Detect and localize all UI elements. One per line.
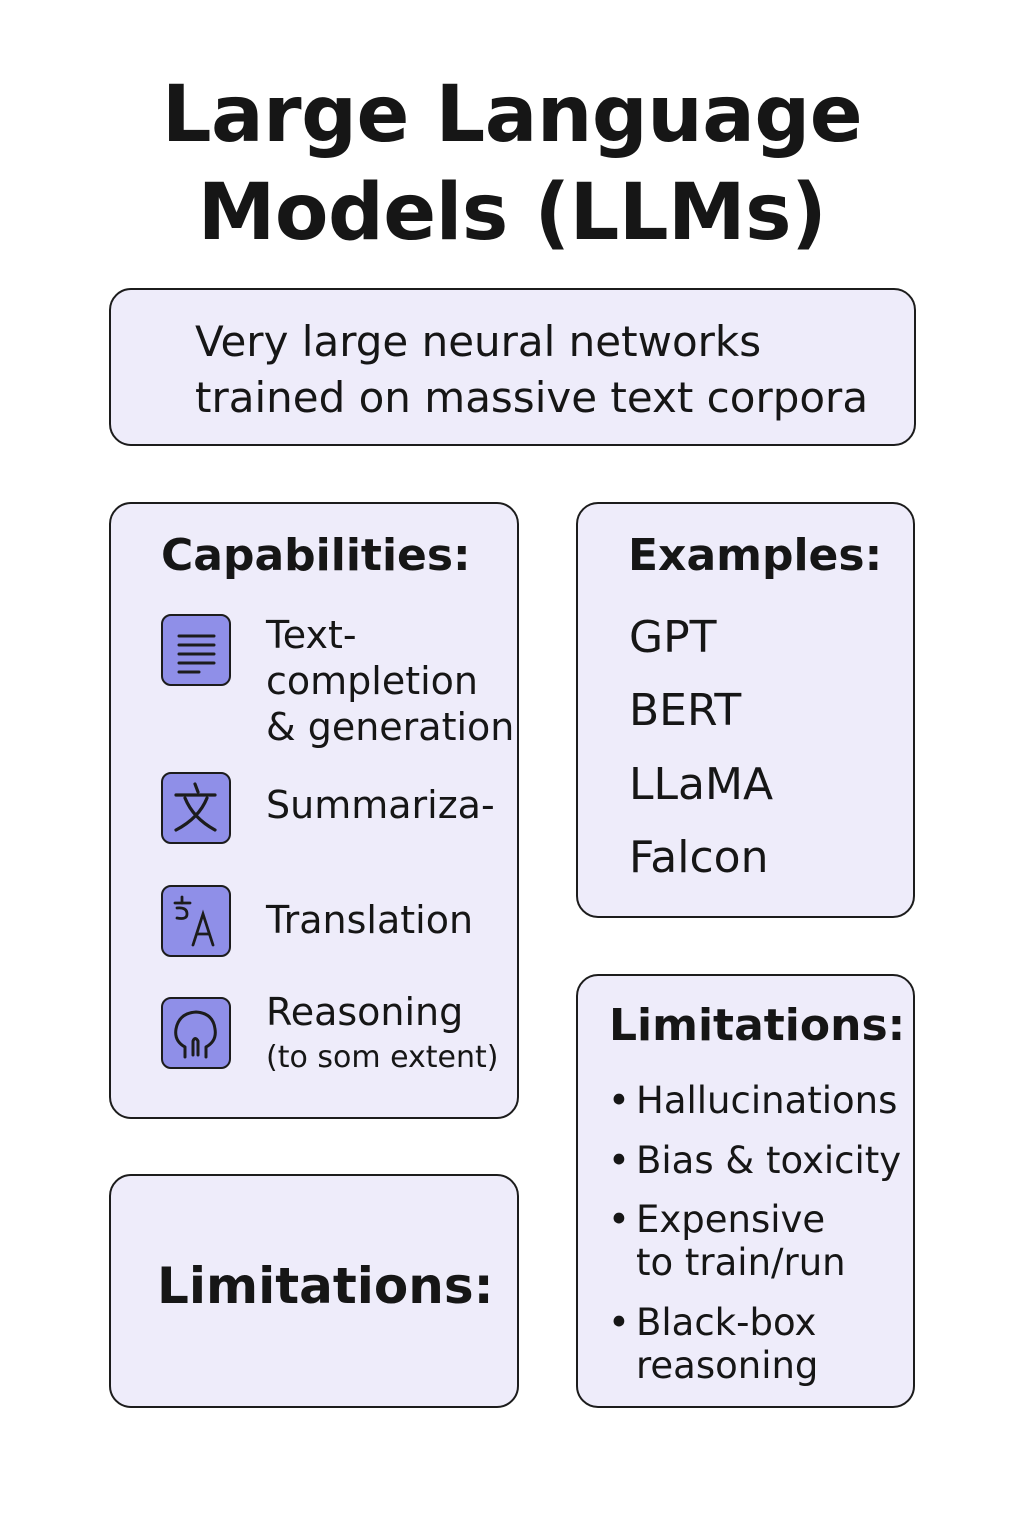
definition-line-1: Very large neural networks (195, 317, 762, 366)
capability-label-line: Reasoning (266, 990, 464, 1034)
capabilities-heading: Capabilities: (161, 530, 471, 581)
limitations-box: Limitations: Hallucinations Bias & toxic… (576, 974, 915, 1408)
capability-label: Summariza- (266, 783, 495, 827)
limitations-empty-heading: Limitations: (157, 1257, 494, 1315)
example-item: GPT (629, 612, 717, 663)
limitations-empty-box: Limitations: (109, 1174, 519, 1408)
limitation-line: Bias & toxicity (636, 1139, 902, 1182)
limitation-line: to train/run (636, 1241, 846, 1284)
page-title: Large Language Models (LLMs) (0, 66, 1024, 262)
document-lines-icon (161, 614, 231, 686)
example-item: LLaMA (629, 759, 774, 810)
limitation-line: reasoning (636, 1344, 819, 1387)
capability-label-line: & generation (266, 705, 515, 749)
definition-text: Very large neural networks trained on ma… (195, 314, 868, 426)
definition-box: Very large neural networks trained on ma… (109, 288, 916, 446)
limitation-item: Bias & toxicity (608, 1139, 902, 1182)
title-line-2: Models (LLMs) (197, 168, 827, 258)
capability-label-line: completion (266, 659, 479, 703)
examples-heading: Examples: (628, 530, 883, 581)
capability-label: Text- completion & generation (266, 612, 514, 750)
limitations-heading: Limitations: (609, 1000, 906, 1051)
head-profile-icon (161, 997, 231, 1069)
capabilities-box: Capabilities: Text- completion & generat… (109, 502, 519, 1119)
capability-label: Reasoning (to som extent) (266, 989, 499, 1081)
chinese-character-icon (161, 772, 231, 844)
limitation-line: Black-box (636, 1301, 817, 1344)
limitation-line: Hallucinations (636, 1079, 898, 1122)
translate-icon (161, 885, 231, 957)
capability-label-line: Text- (266, 613, 357, 657)
limitation-item: Hallucinations (608, 1079, 898, 1122)
examples-box: Examples: GPT BERT LLaMA Falcon (576, 502, 915, 918)
limitation-item: Black-box reasoning (608, 1301, 819, 1387)
capability-label-line: (to som extent) (266, 1040, 499, 1075)
example-item: BERT (629, 685, 742, 736)
limitation-item: Expensive to train/run (608, 1198, 846, 1284)
limitation-line: Expensive (636, 1198, 826, 1241)
definition-line-2: trained on massive text corpora (195, 373, 869, 422)
example-item: Falcon (629, 832, 769, 883)
title-line-1: Large Language (161, 70, 863, 160)
capability-label: Translation (266, 898, 474, 942)
